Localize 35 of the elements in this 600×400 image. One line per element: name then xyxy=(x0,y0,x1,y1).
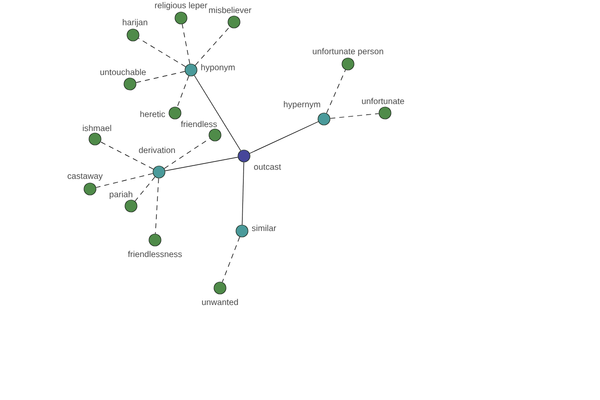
link-line xyxy=(136,71,186,83)
node-label: hyponym xyxy=(201,64,235,72)
node-label: derivation xyxy=(138,146,175,154)
link-line xyxy=(164,138,210,169)
link-line xyxy=(194,75,241,151)
node-label: friendlessness xyxy=(128,250,182,258)
link-line xyxy=(330,113,380,119)
node-label: misbeliever xyxy=(209,6,252,14)
link-line xyxy=(176,76,190,108)
link-line xyxy=(138,38,186,68)
link-line xyxy=(100,142,154,170)
node-label: unfortunate xyxy=(362,98,404,104)
link-line xyxy=(155,178,159,234)
node-label: untouchable xyxy=(100,68,146,76)
link-line xyxy=(194,26,230,66)
node-label: castaway xyxy=(68,173,103,181)
link-line xyxy=(242,162,244,225)
link-line xyxy=(134,176,156,202)
node-label: hypernym xyxy=(284,101,320,109)
node-label: religious leper xyxy=(155,2,208,10)
link-line xyxy=(164,156,238,172)
node-label: harijan xyxy=(122,19,148,27)
link-line xyxy=(182,24,190,64)
link-line xyxy=(326,69,346,114)
node-label: unwanted xyxy=(202,298,238,306)
link-line xyxy=(96,173,154,188)
node-label: similar xyxy=(252,224,276,232)
node-label: heretic xyxy=(140,110,166,118)
node-label: friendless xyxy=(180,120,217,128)
node-label: pariah xyxy=(110,191,132,199)
node-label: ishmael xyxy=(82,124,112,132)
node-label: outcast xyxy=(254,164,282,170)
node-label: unfortunate person xyxy=(312,48,384,56)
link-line xyxy=(222,236,240,282)
link-line xyxy=(249,121,319,154)
